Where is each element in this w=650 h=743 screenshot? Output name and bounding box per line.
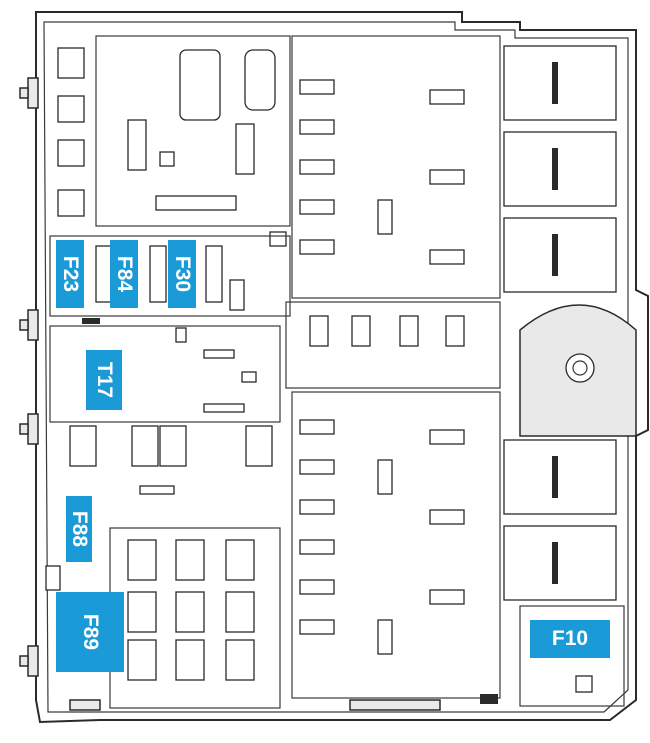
fuse-row-upper <box>49 235 291 324</box>
right-relays <box>503 45 637 707</box>
center-block <box>285 35 501 711</box>
fuse-f10-label: F10 <box>530 620 610 658</box>
fuse-f84-label: F84 <box>110 240 138 308</box>
lower-left-block <box>45 527 281 711</box>
fuse-f89-label: F89 <box>56 592 124 672</box>
fuse-f23-label: F23 <box>56 240 84 308</box>
housing-outline <box>19 11 649 724</box>
fuse-f88-label: F88 <box>66 496 92 562</box>
mid-left-block <box>49 325 281 495</box>
fuse-f30-label: F30 <box>168 240 196 308</box>
top-left-block <box>57 35 291 247</box>
fuse-t17-label: T17 <box>86 350 122 410</box>
